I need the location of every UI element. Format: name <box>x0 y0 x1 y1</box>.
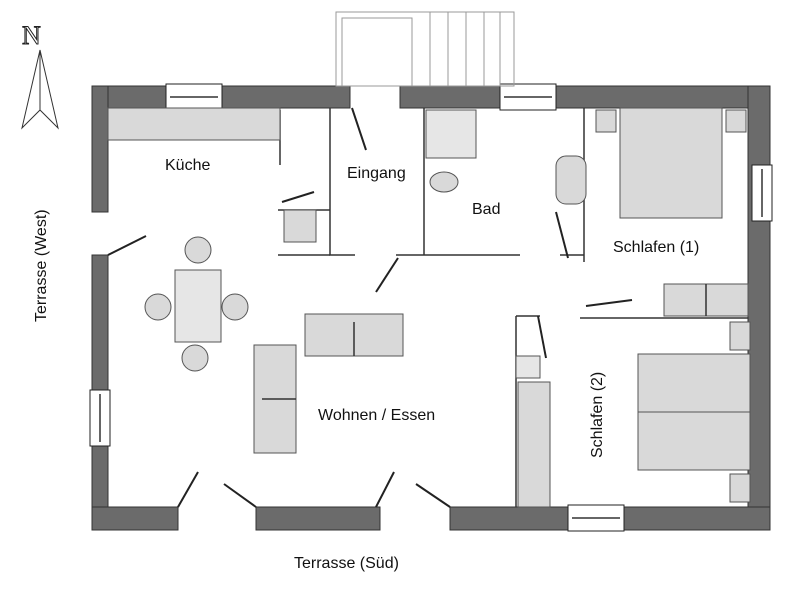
kitchen-counter <box>107 107 281 141</box>
bed <box>637 411 751 471</box>
room-label-entrance: Eingang <box>347 165 406 182</box>
compass-arrow-icon <box>21 49 59 130</box>
nightstand <box>595 109 617 133</box>
double-bed <box>619 107 723 219</box>
entrance-steps <box>335 11 515 87</box>
chair <box>144 293 172 321</box>
terrace-label-south: Terrasse (Süd) <box>294 555 399 572</box>
compass-letter: N <box>22 21 41 50</box>
room-label-kitchen: Küche <box>165 157 210 174</box>
doors <box>107 107 633 508</box>
room-label-bedroom1: Schlafen (1) <box>613 239 699 256</box>
bed <box>637 353 751 413</box>
windows <box>89 83 773 532</box>
fridge <box>283 209 317 243</box>
nightstand <box>729 473 751 503</box>
bath-fixtures <box>425 109 587 205</box>
chair <box>181 344 209 372</box>
wardrobe <box>517 381 551 508</box>
nightstand <box>729 321 751 351</box>
bedroom2-furniture <box>515 321 751 508</box>
room-label-living: Wohnen / Essen <box>318 407 435 424</box>
kitchen-furniture <box>107 107 317 243</box>
room-label-bedroom2: Schlafen (2) <box>589 372 606 458</box>
dining-table <box>174 269 222 343</box>
bedroom1-furniture <box>595 107 749 317</box>
terrace-label-west: Terrasse (West) <box>33 209 50 322</box>
shower <box>425 109 477 159</box>
toilet <box>429 171 459 193</box>
north-compass: N <box>21 21 59 130</box>
bath-sink <box>555 155 587 205</box>
chair <box>221 293 249 321</box>
room-label-bath: Bad <box>472 201 500 218</box>
chair <box>184 236 212 264</box>
sofas <box>253 313 404 454</box>
washbasin <box>515 355 541 379</box>
dining-set <box>144 236 249 372</box>
nightstand <box>725 109 747 133</box>
